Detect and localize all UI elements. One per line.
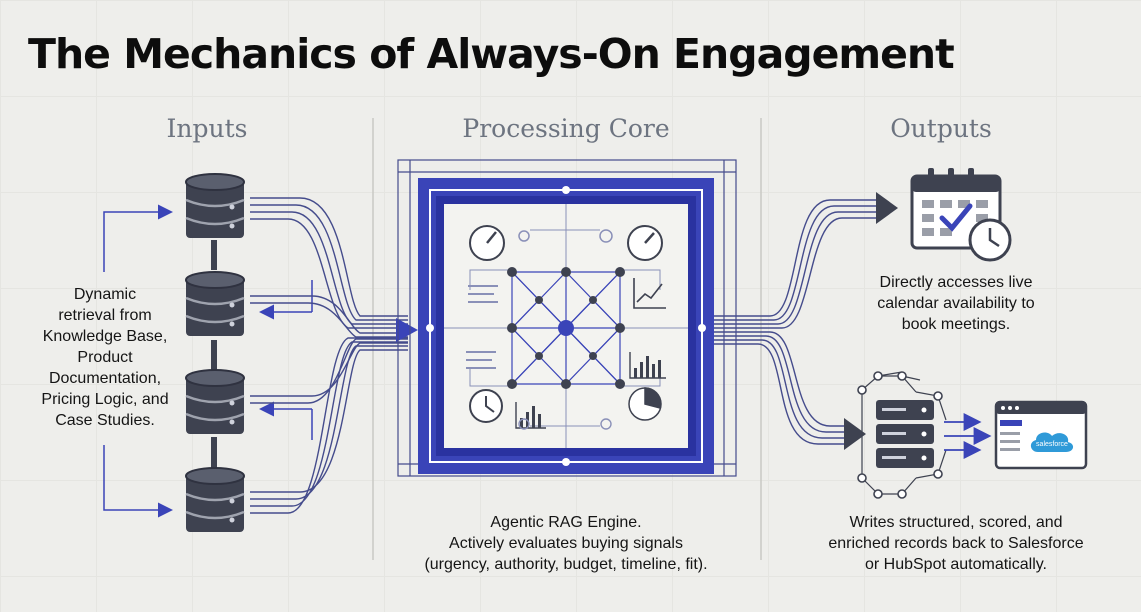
network-nodes xyxy=(857,371,943,499)
list-icon xyxy=(468,285,498,303)
input-flow-lines xyxy=(250,197,408,514)
caption-line: book meetings. xyxy=(901,316,1011,333)
processing-caption: Agentic RAG Engine. Actively evaluates b… xyxy=(406,512,726,575)
output-flow-lines-crm xyxy=(714,331,846,445)
caption-line: (urgency, authority, budget, timeline, f… xyxy=(424,556,708,573)
gauge-icon xyxy=(627,225,663,261)
crm-arrow xyxy=(844,418,866,450)
caption-line: Directly accesses live xyxy=(879,274,1033,291)
caption-line: Dynamic xyxy=(73,286,137,303)
cloud-icon xyxy=(1030,432,1074,452)
database-icon xyxy=(184,368,246,447)
neural-network-nodes xyxy=(507,267,625,389)
server-icon xyxy=(876,400,934,468)
database-icon xyxy=(184,270,246,349)
caption-line: Actively evaluates buying signals xyxy=(449,535,683,552)
caption-line: Agentic RAG Engine. xyxy=(490,514,642,531)
calendar-arrow xyxy=(876,192,898,224)
clock-icon xyxy=(469,389,503,423)
output-flow-lines-calendar xyxy=(714,199,878,329)
inputs-caption: Dynamic retrieval from Knowledge Base, P… xyxy=(30,284,180,431)
server-to-crm-arrows xyxy=(944,413,992,459)
crm-logo-text: salesforce xyxy=(1036,441,1068,448)
caption-line: Writes structured, scored, and xyxy=(849,514,1063,531)
pie-icon xyxy=(628,387,662,421)
caption-line: Documentation, xyxy=(48,370,162,387)
caption-line: Case Studies. xyxy=(55,412,155,429)
caption-line: enriched records back to Salesforce xyxy=(828,535,1084,552)
column-header-inputs: Inputs xyxy=(166,114,248,143)
column-header-processing: Processing Core xyxy=(462,114,670,143)
caption-line: retrieval from xyxy=(58,307,152,324)
connector-dots xyxy=(518,418,612,430)
caption-line: Knowledge Base, xyxy=(42,328,168,345)
database-icon xyxy=(184,466,246,545)
caption-line: Product xyxy=(77,349,133,366)
bar-chart-icon xyxy=(629,352,666,379)
list-icon xyxy=(466,351,496,369)
settings-dot-icon xyxy=(518,229,613,243)
crm-caption: Writes structured, scored, and enriched … xyxy=(806,512,1106,575)
caption-line: calendar availability to xyxy=(877,295,1035,312)
clock-icon xyxy=(968,218,1012,262)
input-flow-arrow xyxy=(396,318,418,342)
page-title: The Mechanics of Always-On Engagement xyxy=(28,30,955,78)
calendar-caption: Directly accesses live calendar availabi… xyxy=(856,272,1056,335)
database-icon xyxy=(184,172,246,251)
caption-line: or HubSpot automatically. xyxy=(864,556,1047,573)
column-header-outputs: Outputs xyxy=(890,114,992,143)
caption-line: Pricing Logic, and xyxy=(41,391,169,408)
gauge-icon xyxy=(469,225,505,261)
line-chart-icon xyxy=(633,278,666,309)
core-circuit-lines xyxy=(444,204,688,448)
